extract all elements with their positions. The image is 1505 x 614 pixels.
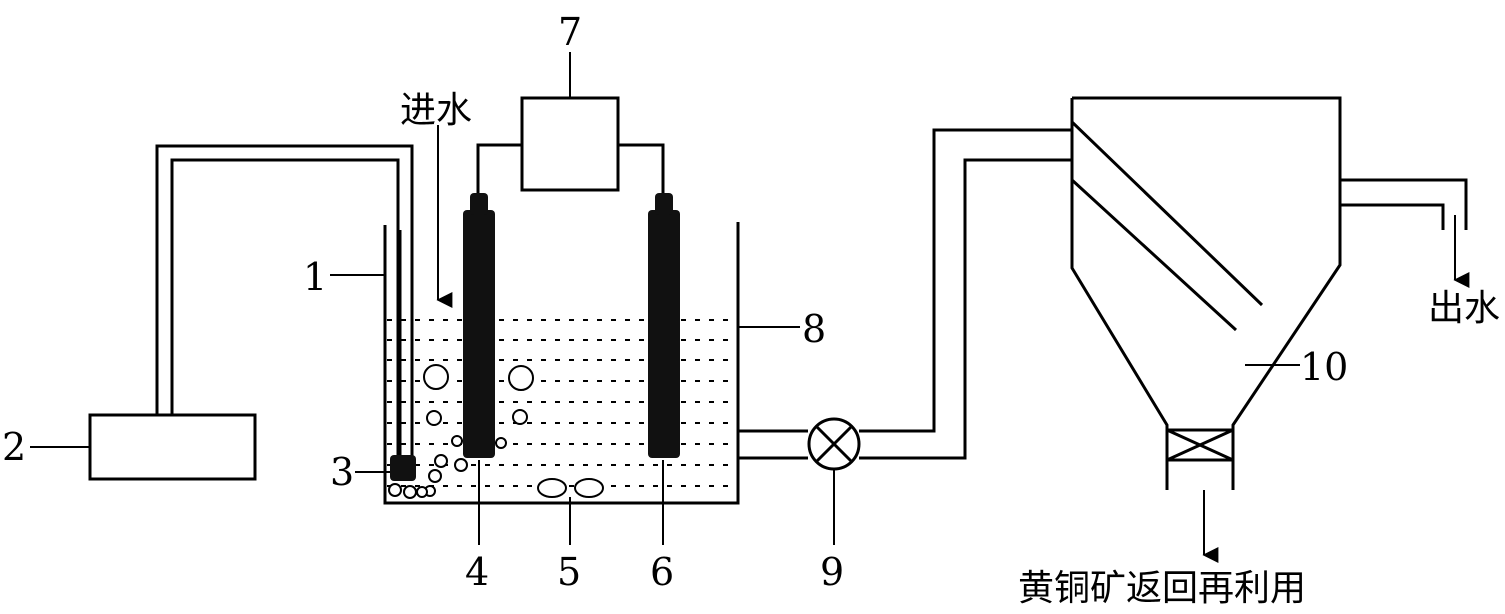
electrode-anode	[463, 210, 495, 458]
label-3: 3	[330, 450, 354, 494]
label-4: 4	[465, 550, 489, 594]
wire-left	[476, 143, 522, 195]
settler-discharge-valve	[1165, 428, 1235, 462]
label-8: 8	[802, 307, 826, 351]
effluent-pipe-outer	[1340, 178, 1468, 230]
aerator-head	[390, 455, 416, 481]
leader-lines	[30, 52, 1300, 545]
label-inlet: 进水	[400, 90, 472, 131]
air-pump-box	[88, 413, 257, 481]
label-5: 5	[557, 550, 581, 594]
electrodes	[463, 193, 680, 458]
wire-right	[618, 143, 665, 195]
label-2: 2	[2, 425, 26, 469]
label-1: 1	[303, 255, 327, 299]
inclined-plate-lower	[1070, 178, 1238, 332]
label-outlet: 出水	[1428, 288, 1500, 329]
effluent-pipe-inner	[1340, 203, 1445, 230]
label-7: 7	[558, 10, 582, 54]
power-supply-box	[520, 96, 620, 192]
settler-feed-pipe-inner	[859, 158, 1072, 460]
label-9: 9	[820, 550, 844, 594]
label-6: 6	[650, 550, 674, 594]
reactor-tank	[383, 222, 740, 505]
air-pipe-outer	[155, 144, 414, 458]
air-pipe-inner	[170, 158, 400, 455]
particle-5b	[574, 478, 604, 498]
settler-wall-left	[1070, 98, 1169, 490]
settler-feed-pipe-outer	[859, 128, 1072, 433]
particle-5a	[537, 478, 567, 498]
label-10: 10	[1300, 345, 1348, 389]
electrode-cathode	[648, 210, 680, 458]
bubbles	[388, 364, 604, 499]
inclined-plate-upper	[1070, 120, 1264, 307]
label-return: 黄铜矿返回再利用	[1018, 568, 1306, 609]
